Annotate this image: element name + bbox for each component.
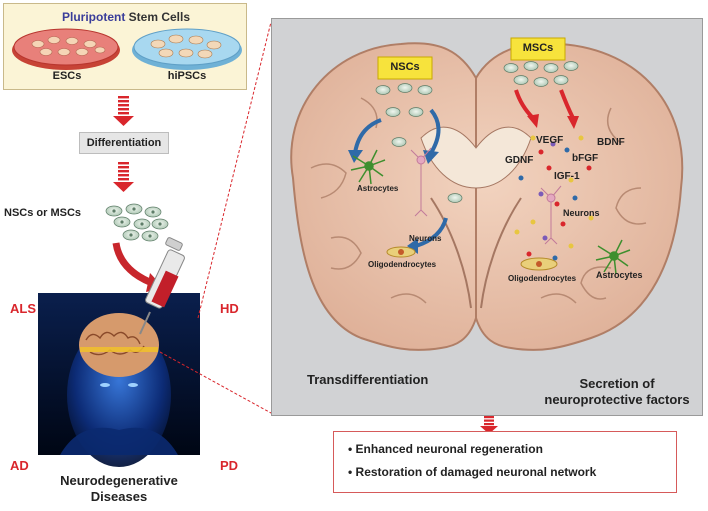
brain-coronal-section: [290, 42, 684, 351]
igf1-label: IGF-1: [554, 171, 580, 182]
mscs-tag-box: [510, 37, 566, 61]
oligodendrocytes-right-label: Oligodendrocytes: [508, 274, 577, 283]
astrocytes-left-label: Astrocytes: [357, 184, 399, 193]
hd-label: HD: [220, 301, 239, 316]
neurons-right-label: Neurons: [563, 208, 600, 218]
flow-arrow-1: [113, 96, 134, 126]
differentiation-box: Differentiation: [79, 132, 169, 154]
outcome-text-1: Enhanced neuronal regeneration: [355, 442, 543, 456]
outcome-text-2: Restoration of damaged neuronal network: [355, 465, 597, 479]
outcome-arrow: [480, 416, 498, 434]
bdnf-label: BDNF: [597, 137, 625, 148]
hipsc-label: hiPSCs: [167, 70, 207, 82]
msc-cells: [503, 61, 579, 87]
zoom-line-top: [197, 21, 272, 319]
oligodendrocyte-left-icon: [386, 246, 416, 258]
pd-label: PD: [220, 458, 239, 473]
neuron-right-icon: [540, 185, 562, 245]
flow-arrow-2: [113, 162, 134, 192]
stem-cells-label: Stem Cells: [128, 10, 191, 24]
bfgf-label: bFGF: [572, 153, 599, 164]
mscs-tag: MSCs: [522, 42, 554, 54]
astrocyte-left-icon: [350, 149, 386, 185]
pluripotent-label: Pluripotent: [61, 10, 126, 24]
esc-label: ESCs: [52, 70, 82, 82]
secretion-label-line2: neuroprotective factors: [544, 392, 690, 407]
stem-cell-title: Pluripotent Stem Cells: [4, 10, 248, 24]
brain-section-graphics: [290, 37, 684, 351]
secretion-label: Secretion of neuroprotective factors: [536, 376, 698, 408]
secretion-label-line1: Secretion of: [579, 376, 655, 391]
bullet-1: •: [348, 442, 356, 456]
nsc-msc-cluster: [105, 203, 169, 242]
disease-caption: Neurodegenerative Diseases: [40, 473, 198, 505]
bullet-2: •: [348, 465, 356, 479]
transdifferentiation-arrows: [353, 108, 448, 248]
outcome-item-1: • Enhanced neuronal regeneration: [348, 442, 543, 456]
astrocyte-right-icon: [595, 239, 631, 275]
astrocytes-right-label: Astrocytes: [596, 270, 643, 280]
nsc-cells: [375, 83, 463, 203]
esc-dish: [12, 28, 120, 70]
outcome-box: • Enhanced neuronal regeneration • Resto…: [333, 431, 677, 493]
nscs-tag-box: [377, 56, 433, 80]
oligodendrocytes-left-label: Oligodendrocytes: [368, 260, 437, 269]
zoom-line-bottom: [159, 351, 272, 414]
neurons-left-label: Neurons: [409, 234, 442, 243]
disease-caption-line1: Neurodegenerative: [60, 473, 178, 488]
syringe-icon: [139, 237, 185, 335]
hipsc-dish: [132, 28, 242, 70]
head-brain-image: [38, 293, 200, 467]
vegf-label: VEGF: [536, 135, 564, 146]
als-label: ALS: [10, 301, 36, 316]
transdifferentiation-label: Transdifferentiation: [307, 372, 429, 387]
outcome-item-2: • Restoration of damaged neuronal networ…: [348, 465, 596, 479]
gdnf-label: GDNF: [505, 155, 534, 166]
injection-arrow: [112, 242, 154, 287]
neuron-left-icon: [410, 147, 432, 217]
ad-label: AD: [10, 458, 29, 473]
disease-caption-line2: Diseases: [90, 489, 148, 504]
nscs-tag: NSCs: [390, 61, 420, 73]
oligodendrocyte-right-icon: [520, 257, 558, 271]
nsc-msc-label: NSCs or MSCs: [4, 207, 82, 219]
neurotrophic-factor-dots: [514, 135, 594, 261]
